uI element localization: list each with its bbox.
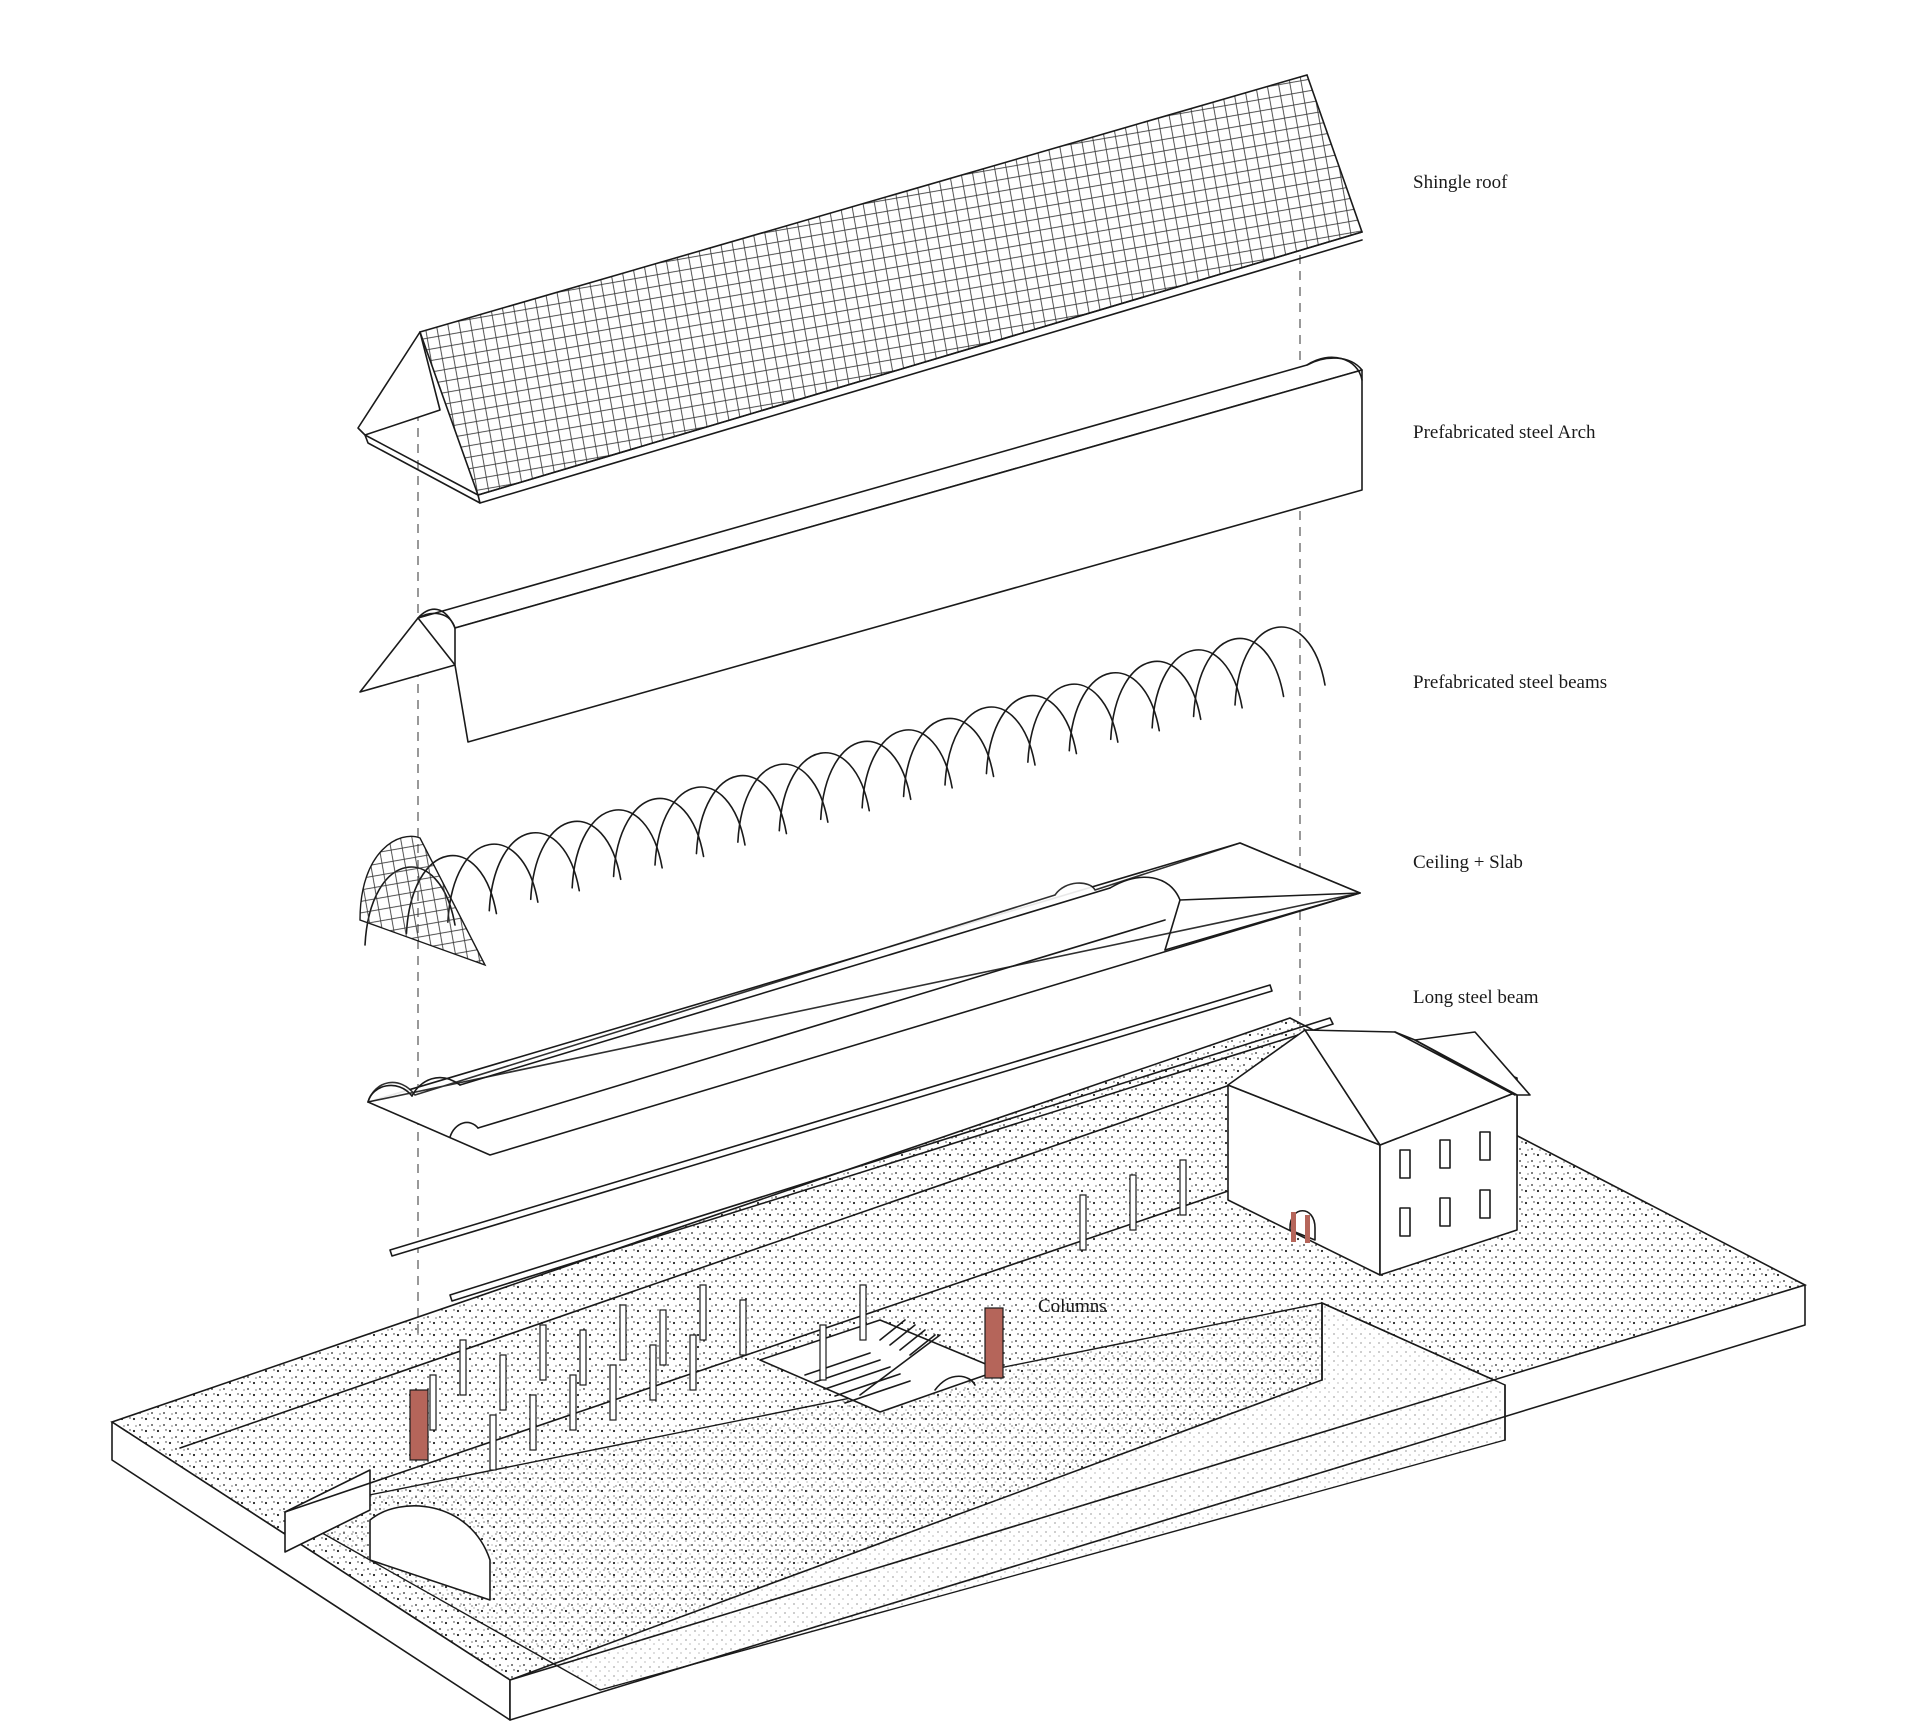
- column: [489, 1414, 497, 1471]
- ceiling-slab: [367, 842, 1361, 1156]
- shingle-roof: [357, 74, 1364, 504]
- steel-rib: [1151, 649, 1243, 729]
- steel-rib: [488, 832, 581, 912]
- steel-rib: [778, 752, 871, 832]
- column: [649, 1344, 657, 1401]
- site-block: [110, 1017, 1808, 1721]
- column: [1129, 1174, 1137, 1231]
- steel-rib: [944, 706, 1036, 786]
- column: [539, 1324, 547, 1381]
- column: [739, 1299, 747, 1356]
- steel-rib: [861, 729, 953, 809]
- rib-end-hatch: [359, 835, 487, 967]
- house: [1227, 1029, 1531, 1276]
- prefabricated-steel-arch: [359, 356, 1363, 743]
- label-ceiling-slab: Ceiling + Slab: [1413, 852, 1523, 873]
- steel-rib: [529, 820, 622, 901]
- column: [819, 1324, 827, 1381]
- label-prefabricated-steel-beams: Prefabricated steel beams: [1413, 672, 1607, 693]
- column: [579, 1329, 587, 1386]
- steel-rib: [571, 809, 663, 889]
- columns: [409, 1144, 1237, 1471]
- house-windows: [1399, 1131, 1491, 1237]
- column: [1179, 1159, 1187, 1216]
- steel-rib: [612, 797, 705, 878]
- column: [659, 1309, 667, 1366]
- column: [619, 1304, 627, 1361]
- steel-rib: [819, 740, 912, 821]
- steel-rib: [1109, 660, 1202, 741]
- highlight-column: [984, 1307, 1004, 1379]
- steel-rib: [1234, 626, 1326, 706]
- column: [859, 1284, 867, 1341]
- column: [689, 1334, 697, 1391]
- steel-rib: [695, 774, 788, 855]
- highlight-column: [409, 1389, 429, 1461]
- column: [699, 1284, 707, 1341]
- prefabricated-steel-beams: [359, 626, 1326, 967]
- column: [429, 1374, 437, 1431]
- column: [1079, 1194, 1087, 1251]
- steel-rib: [902, 717, 995, 798]
- column: [569, 1374, 577, 1431]
- column: [529, 1394, 537, 1451]
- column: [499, 1354, 507, 1411]
- column: [609, 1364, 617, 1421]
- label-shingle-roof: Shingle roof: [1413, 172, 1508, 193]
- steel-rib: [985, 694, 1078, 775]
- steel-rib: [654, 786, 746, 866]
- steel-rib: [737, 763, 829, 843]
- steel-rib: [1027, 683, 1119, 763]
- column: [459, 1339, 467, 1396]
- label-columns: Columns: [1038, 1296, 1107, 1317]
- steel-rib: [447, 843, 539, 923]
- steel-rib: [1068, 672, 1161, 752]
- label-prefabricated-steel-arch: Prefabricated steel Arch: [1413, 422, 1596, 443]
- steel-rib: [1192, 637, 1285, 718]
- label-long-steel-beam: Long steel beam: [1413, 987, 1539, 1008]
